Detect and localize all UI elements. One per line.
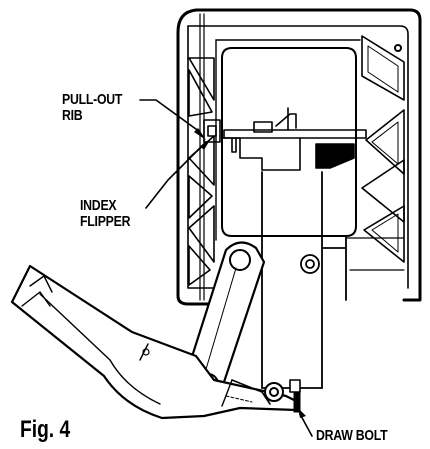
index-flipper-label: INDEX FLIPPER: [80, 198, 130, 230]
figure-title: Fig. 4: [20, 416, 71, 443]
right-lattice: [345, 35, 405, 271]
draw-bolt: [289, 379, 301, 413]
extension-lever: [10, 264, 300, 420]
central-column: [261, 171, 347, 389]
left-lattice: [188, 57, 215, 286]
index-flipper-label-line1: INDEX: [80, 197, 117, 214]
pull-out-rib-label: PULL-OUT RIB: [62, 92, 122, 124]
leader-lines: [139, 99, 313, 437]
draw-bolt-label: DRAW BOLT: [316, 427, 388, 444]
inner-panel: [215, 39, 361, 241]
index-mechanism: [203, 107, 367, 171]
index-flipper-label-line2: FLIPPER: [80, 213, 131, 230]
leader-arrowheads: [194, 128, 306, 418]
draw-bolt-label-text: DRAW BOLT: [316, 427, 388, 444]
pull-out-rib-label-line1: PULL-OUT: [62, 91, 123, 108]
outer-frame: [176, 8, 422, 306]
pull-out-rib-label-line2: RIB: [62, 107, 83, 124]
